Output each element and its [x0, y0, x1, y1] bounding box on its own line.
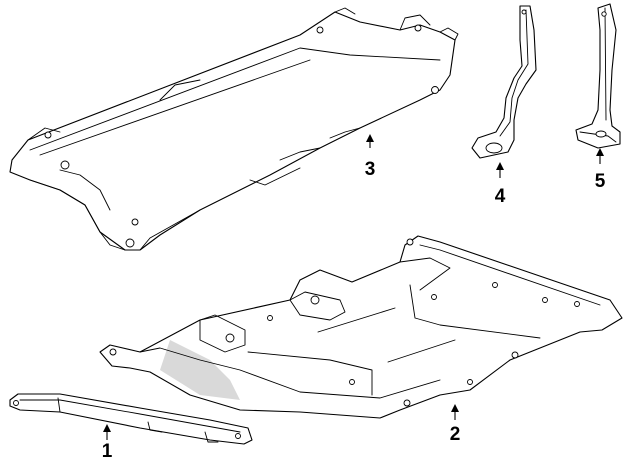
- callout-5-leader: [596, 148, 604, 164]
- part-2-skid-plate[interactable]: [99, 235, 623, 419]
- callout-5: 5: [594, 171, 606, 192]
- part-3-splash-shield[interactable]: [9, 7, 459, 251]
- callout-3-leader: [366, 134, 374, 148]
- part-4-bracket[interactable]: [471, 5, 537, 159]
- callout-2: 2: [449, 424, 461, 445]
- part-1-side-rail[interactable]: [9, 393, 253, 445]
- callout-4: 4: [494, 186, 506, 207]
- callout-4-leader: [496, 162, 504, 178]
- part-5-bracket[interactable]: [575, 3, 621, 149]
- callout-1: 1: [101, 441, 113, 462]
- callout-1-leader: [103, 424, 111, 440]
- callout-2-leader: [451, 404, 459, 420]
- callout-3: 3: [364, 159, 376, 180]
